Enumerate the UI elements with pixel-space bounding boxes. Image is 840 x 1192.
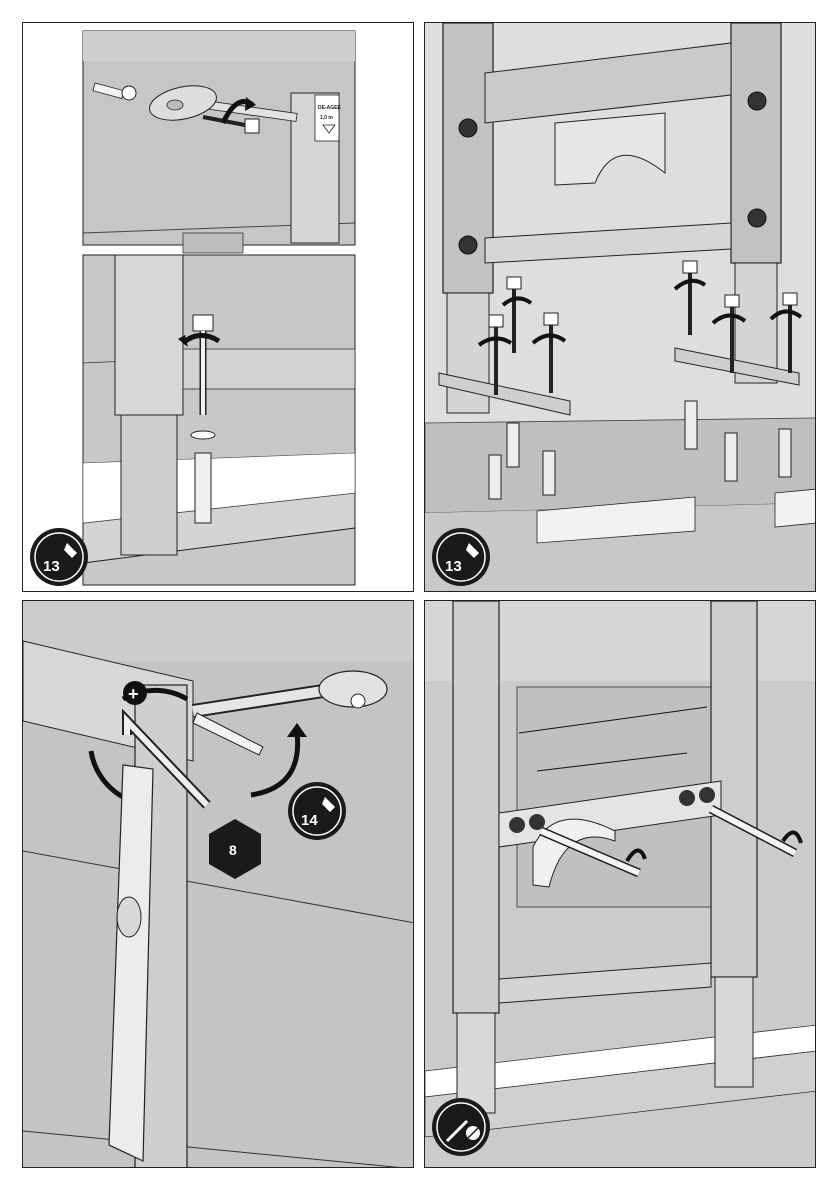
svg-text:+: + xyxy=(128,684,139,704)
badge-number: 13 xyxy=(445,558,462,575)
frame-label-line1: DE-AGEE xyxy=(318,105,341,111)
step-panel-bottom-right xyxy=(424,600,816,1168)
panel-3-illustration: + − 8 14 xyxy=(23,601,414,1168)
step-panel-top-right: 13 xyxy=(424,22,816,592)
wrench-13-badge: 13 xyxy=(432,528,490,586)
screwdriver-badge xyxy=(432,1098,490,1156)
panel-1-illustration: DE-AGEE 1,0 m xyxy=(23,23,414,592)
hex-key-size: 8 xyxy=(229,842,237,858)
frame-upright-left xyxy=(453,601,499,1013)
detail-upper-inset: DE-AGEE 1,0 m xyxy=(83,31,355,253)
badge-number: 13 xyxy=(43,558,60,575)
panel-4-illustration xyxy=(425,601,816,1168)
frame-label-line2: 1,0 m xyxy=(320,115,333,121)
panel-2-illustration: 13 xyxy=(425,23,816,592)
step-panel-bottom-left: + − 8 14 xyxy=(22,600,414,1168)
step-panel-top-left: DE-AGEE 1,0 m xyxy=(22,22,414,592)
wrench-14-badge: 14 xyxy=(288,782,346,840)
badge-number: 14 xyxy=(301,812,318,829)
plus-indicator: + xyxy=(123,681,147,705)
wrench-13-badge: 13 xyxy=(30,528,88,586)
detail-lower-inset xyxy=(83,255,355,585)
